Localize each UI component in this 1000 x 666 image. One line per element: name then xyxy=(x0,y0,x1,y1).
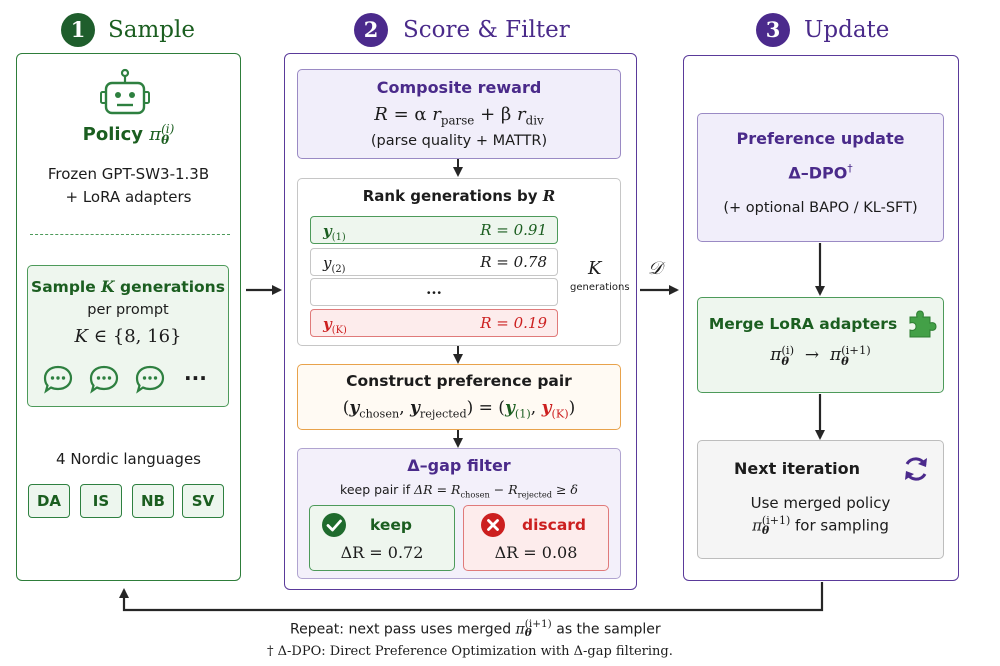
policy-symbol: π xyxy=(149,124,162,145)
preference-update-title: Preference update xyxy=(736,129,905,148)
composite-reward-box xyxy=(297,69,621,159)
composite-reward-title: Composite reward xyxy=(376,78,542,97)
policy-title: Policy π(i)θ xyxy=(16,122,241,147)
gap-filter-title: Δ–gap filter xyxy=(407,456,511,475)
sample-generations-box xyxy=(27,265,229,407)
merge-lora-formula: π(i)θ → π(i+1)θ xyxy=(770,343,871,368)
reward-eq: = α xyxy=(387,104,433,125)
check-icon xyxy=(321,512,347,542)
rank-generations-title: Rank generations by R xyxy=(297,187,621,205)
gap-filter-rule: keep pair if ΔR = Rchosen − Rrejected ≥ … xyxy=(340,482,578,500)
gen-title-post: generations xyxy=(120,278,225,296)
rank-title-var: R xyxy=(542,187,556,205)
brace-label: generations xyxy=(570,282,630,293)
x-icon xyxy=(480,512,506,542)
puzzle-icon xyxy=(906,308,938,344)
sample-k-values: K ∈ {8, 16} xyxy=(27,326,229,347)
generation-ellipsis: ··· xyxy=(426,284,442,302)
preference-pair-formula: (ychosen, yrejected) = (y(1), y(K)) xyxy=(342,398,576,421)
update-panel xyxy=(683,55,959,581)
sample-panel xyxy=(16,53,241,581)
discard-value: ΔR = 0.08 xyxy=(494,543,578,562)
generation-label: y(1) xyxy=(323,222,346,243)
keep-label: keep xyxy=(370,516,413,534)
model-line-2: + LoRA adapters xyxy=(65,188,192,206)
keep-box xyxy=(309,505,455,571)
language-chip-da: DA xyxy=(28,484,70,518)
discard-label: discard xyxy=(522,516,587,534)
reward-r1: r xyxy=(432,104,441,125)
policy-sup: (i) xyxy=(161,122,175,137)
merge-lora-box xyxy=(697,297,944,393)
footnote: † Δ-DPO: Direct Preference Optimization … xyxy=(267,644,673,659)
speech-bubble-icon xyxy=(42,364,74,398)
sample-generations-subtitle: per prompt xyxy=(87,302,169,318)
dataset-label: 𝒟 xyxy=(648,258,663,279)
step-3-title: Update xyxy=(804,17,890,43)
arrow-repeat-loop xyxy=(119,582,824,612)
step-3-badge: 3 xyxy=(756,13,790,47)
language-chip-nb: NB xyxy=(132,484,174,518)
gen-title-pre: Sample xyxy=(31,278,96,296)
policy-label: Policy xyxy=(82,124,143,145)
step-2-title: Score & Filter xyxy=(403,17,570,43)
preference-update-note: (+ optional BAPO / KL-SFT) xyxy=(723,200,918,216)
model-line-1: Frozen GPT-SW3-1.3B xyxy=(47,165,210,183)
score-panel xyxy=(284,53,637,590)
section-divider xyxy=(30,234,230,235)
robot-icon xyxy=(100,68,150,118)
reward-r2-sub: div xyxy=(525,113,544,128)
k-var: K xyxy=(74,326,88,347)
preference-update-method: Δ–DPO† xyxy=(788,163,853,183)
language-chip-is: IS xyxy=(80,484,122,518)
speech-bubble-icon xyxy=(88,364,120,398)
generation-label: y(2) xyxy=(323,254,346,275)
composite-reward-formula: R = α rparse + β rdiv xyxy=(297,104,621,128)
next-iteration-box xyxy=(697,440,944,559)
preference-update-box xyxy=(697,113,944,242)
reward-R: R xyxy=(374,104,388,125)
rank-title-pre: Rank generations by xyxy=(362,187,538,205)
generation-row: y(1) R = 0.91 xyxy=(310,216,558,244)
keep-value: ΔR = 0.72 xyxy=(340,543,424,562)
more-generations-ellipsis: ··· xyxy=(184,366,207,390)
sample-generations-title: Sample K generations xyxy=(27,277,229,296)
preference-pair-title: Construct preference pair xyxy=(346,372,572,390)
language-chip-sv: SV xyxy=(182,484,224,518)
generation-score: R = 0.91 xyxy=(480,221,547,239)
refresh-icon xyxy=(900,453,932,489)
speech-bubble-icon xyxy=(134,364,166,398)
generation-label: y(K) xyxy=(323,315,347,336)
generation-score: R = 0.78 xyxy=(480,253,547,271)
reward-r1-sub: parse xyxy=(440,113,475,128)
policy-sub: θ xyxy=(161,133,170,147)
step-1-badge: 1 xyxy=(61,13,95,47)
next-iteration-line-2: π(i+1)θ for sampling xyxy=(752,514,889,537)
composite-reward-note: (parse quality + MATTR) xyxy=(370,133,548,149)
generation-score: R = 0.19 xyxy=(480,314,547,332)
reward-r2: r xyxy=(517,104,526,125)
generation-row: y(K) R = 0.19 xyxy=(310,309,558,337)
step-2-badge: 2 xyxy=(354,13,388,47)
reward-plus: + β xyxy=(474,104,517,125)
gen-title-var: K xyxy=(101,277,115,296)
languages-label: 4 Nordic languages xyxy=(56,450,201,468)
generation-row: y(2) R = 0.78 xyxy=(310,248,558,276)
step-1-title: Sample xyxy=(108,17,195,43)
next-iteration-line-1: Use merged policy xyxy=(750,494,891,512)
generation-row: ··· xyxy=(310,278,558,306)
merge-lora-title: Merge LoRA adapters xyxy=(708,315,898,333)
next-iteration-title: Next iteration xyxy=(734,459,860,478)
brace-k-var: K xyxy=(588,258,602,279)
preference-pair-box xyxy=(297,364,621,430)
repeat-caption: Repeat: next pass uses merged π(i+1)θ as… xyxy=(290,618,661,640)
k-rest: ∈ {8, 16} xyxy=(93,326,182,347)
